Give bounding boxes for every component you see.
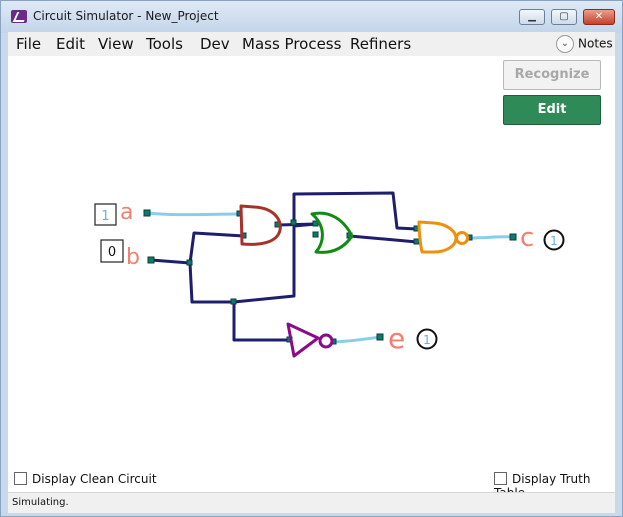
terminal-not-in	[286, 336, 293, 343]
circuit-canvas[interactable]: Recognize Edit	[8, 56, 615, 500]
label-c: c	[520, 223, 534, 253]
terminal-and-in1	[236, 210, 243, 217]
wire-or-nand	[348, 234, 419, 244]
output-e-value: 1	[423, 333, 431, 347]
not-bubble	[318, 333, 334, 349]
display-clean-circuit-label: Display Clean Circuit	[32, 472, 157, 486]
menu-refiners[interactable]: Refiners	[350, 35, 412, 53]
wire-b	[149, 258, 192, 265]
terminal-nand-in2	[413, 238, 420, 245]
chevron-down-icon: ⌄	[556, 35, 574, 53]
input-a-box	[94, 203, 117, 226]
or-gate	[310, 211, 354, 254]
terminal-b	[147, 256, 155, 264]
window-title: Circuit Simulator - New_Project	[33, 9, 219, 23]
junction-b	[186, 259, 193, 266]
label-e: e	[388, 322, 405, 355]
and-gate	[239, 204, 282, 246]
junction-split	[230, 298, 237, 305]
terminal-or-out	[346, 232, 353, 239]
terminal-or-in1	[312, 220, 319, 227]
input-a-value: 1	[101, 209, 109, 224]
menu-view[interactable]: View	[98, 35, 134, 53]
wire-b-to-and	[188, 231, 246, 265]
menu-edit[interactable]: Edit	[56, 35, 86, 53]
label-b: b	[126, 245, 140, 270]
wire-not-in	[232, 300, 292, 342]
notes-label: Notes	[578, 36, 613, 51]
app-icon	[11, 10, 27, 23]
wire-and-or	[276, 222, 318, 227]
minimize-button[interactable]: ▁	[519, 9, 545, 25]
menu-dev[interactable]: Dev	[200, 35, 230, 53]
wire-b-down	[188, 261, 236, 304]
status-bar: Simulating.	[8, 492, 615, 513]
edit-button[interactable]: Edit	[503, 95, 601, 125]
label-a: a	[120, 200, 133, 225]
checkbox-box	[14, 472, 27, 485]
terminal-and-in2	[240, 232, 247, 239]
maximize-button[interactable]: ▢	[551, 9, 577, 25]
wire-e	[332, 335, 382, 344]
notes-toggle[interactable]: ⌄ Notes	[556, 35, 613, 53]
output-e-indicator	[416, 328, 438, 350]
terminal-nand-in1	[413, 225, 420, 232]
wire-c	[468, 235, 514, 240]
display-clean-circuit-checkbox[interactable]: Display Clean Circuit	[14, 472, 157, 486]
junction-loop	[290, 219, 297, 226]
nand-gate	[417, 220, 458, 254]
menu-bar: File Edit View Tools Dev Mass Process Re…	[8, 32, 615, 56]
terminal-or-in2	[312, 231, 319, 238]
terminal-a	[143, 209, 151, 217]
input-b-value: 0	[108, 245, 116, 260]
terminal-not-out	[330, 338, 337, 345]
output-c-indicator	[543, 229, 565, 251]
terminal-c	[509, 233, 517, 241]
wire-split-up	[232, 222, 318, 304]
output-c-value: 1	[550, 234, 558, 248]
menu-mass-process[interactable]: Mass Process	[242, 35, 342, 53]
recognize-button[interactable]: Recognize	[503, 60, 601, 90]
wire-a	[145, 211, 242, 217]
wire-loop	[292, 191, 419, 231]
not-gate	[286, 322, 320, 358]
menu-tools[interactable]: Tools	[146, 35, 183, 53]
status-text: Simulating.	[12, 497, 69, 508]
terminal-e	[376, 333, 384, 341]
title-bar: Circuit Simulator - New_Project ▁ ▢ ✕	[1, 1, 622, 33]
close-button[interactable]: ✕	[583, 9, 615, 25]
menu-file[interactable]: File	[16, 35, 42, 53]
input-b-box	[100, 239, 124, 263]
nand-bubble	[455, 231, 469, 245]
checkbox-box	[494, 472, 507, 485]
terminal-and-out	[274, 221, 281, 228]
terminal-nand-out	[466, 234, 473, 241]
